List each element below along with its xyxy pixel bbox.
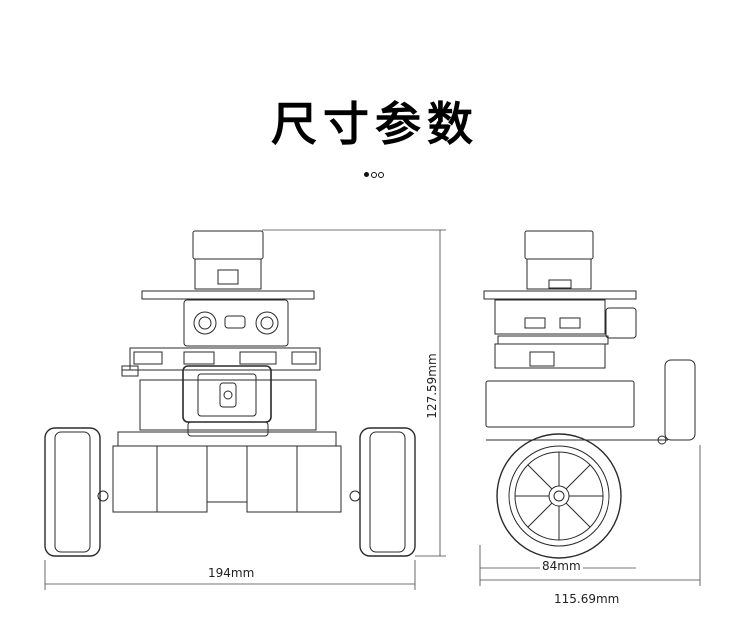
dot-1 <box>364 172 369 177</box>
front-width-label: 194mm <box>208 566 255 580</box>
height-dimension-label: 127.59mm <box>425 353 439 419</box>
dimension-lines <box>44 229 701 590</box>
dot-2 <box>371 172 377 178</box>
side-view <box>483 230 696 559</box>
dot-3 <box>378 172 384 178</box>
side-length-label: 115.69mm <box>554 592 620 606</box>
title-dots <box>0 172 750 182</box>
page-title: 尺寸参数 <box>271 97 479 151</box>
front-view <box>44 230 416 557</box>
side-wheel-label: 84mm <box>540 559 583 573</box>
